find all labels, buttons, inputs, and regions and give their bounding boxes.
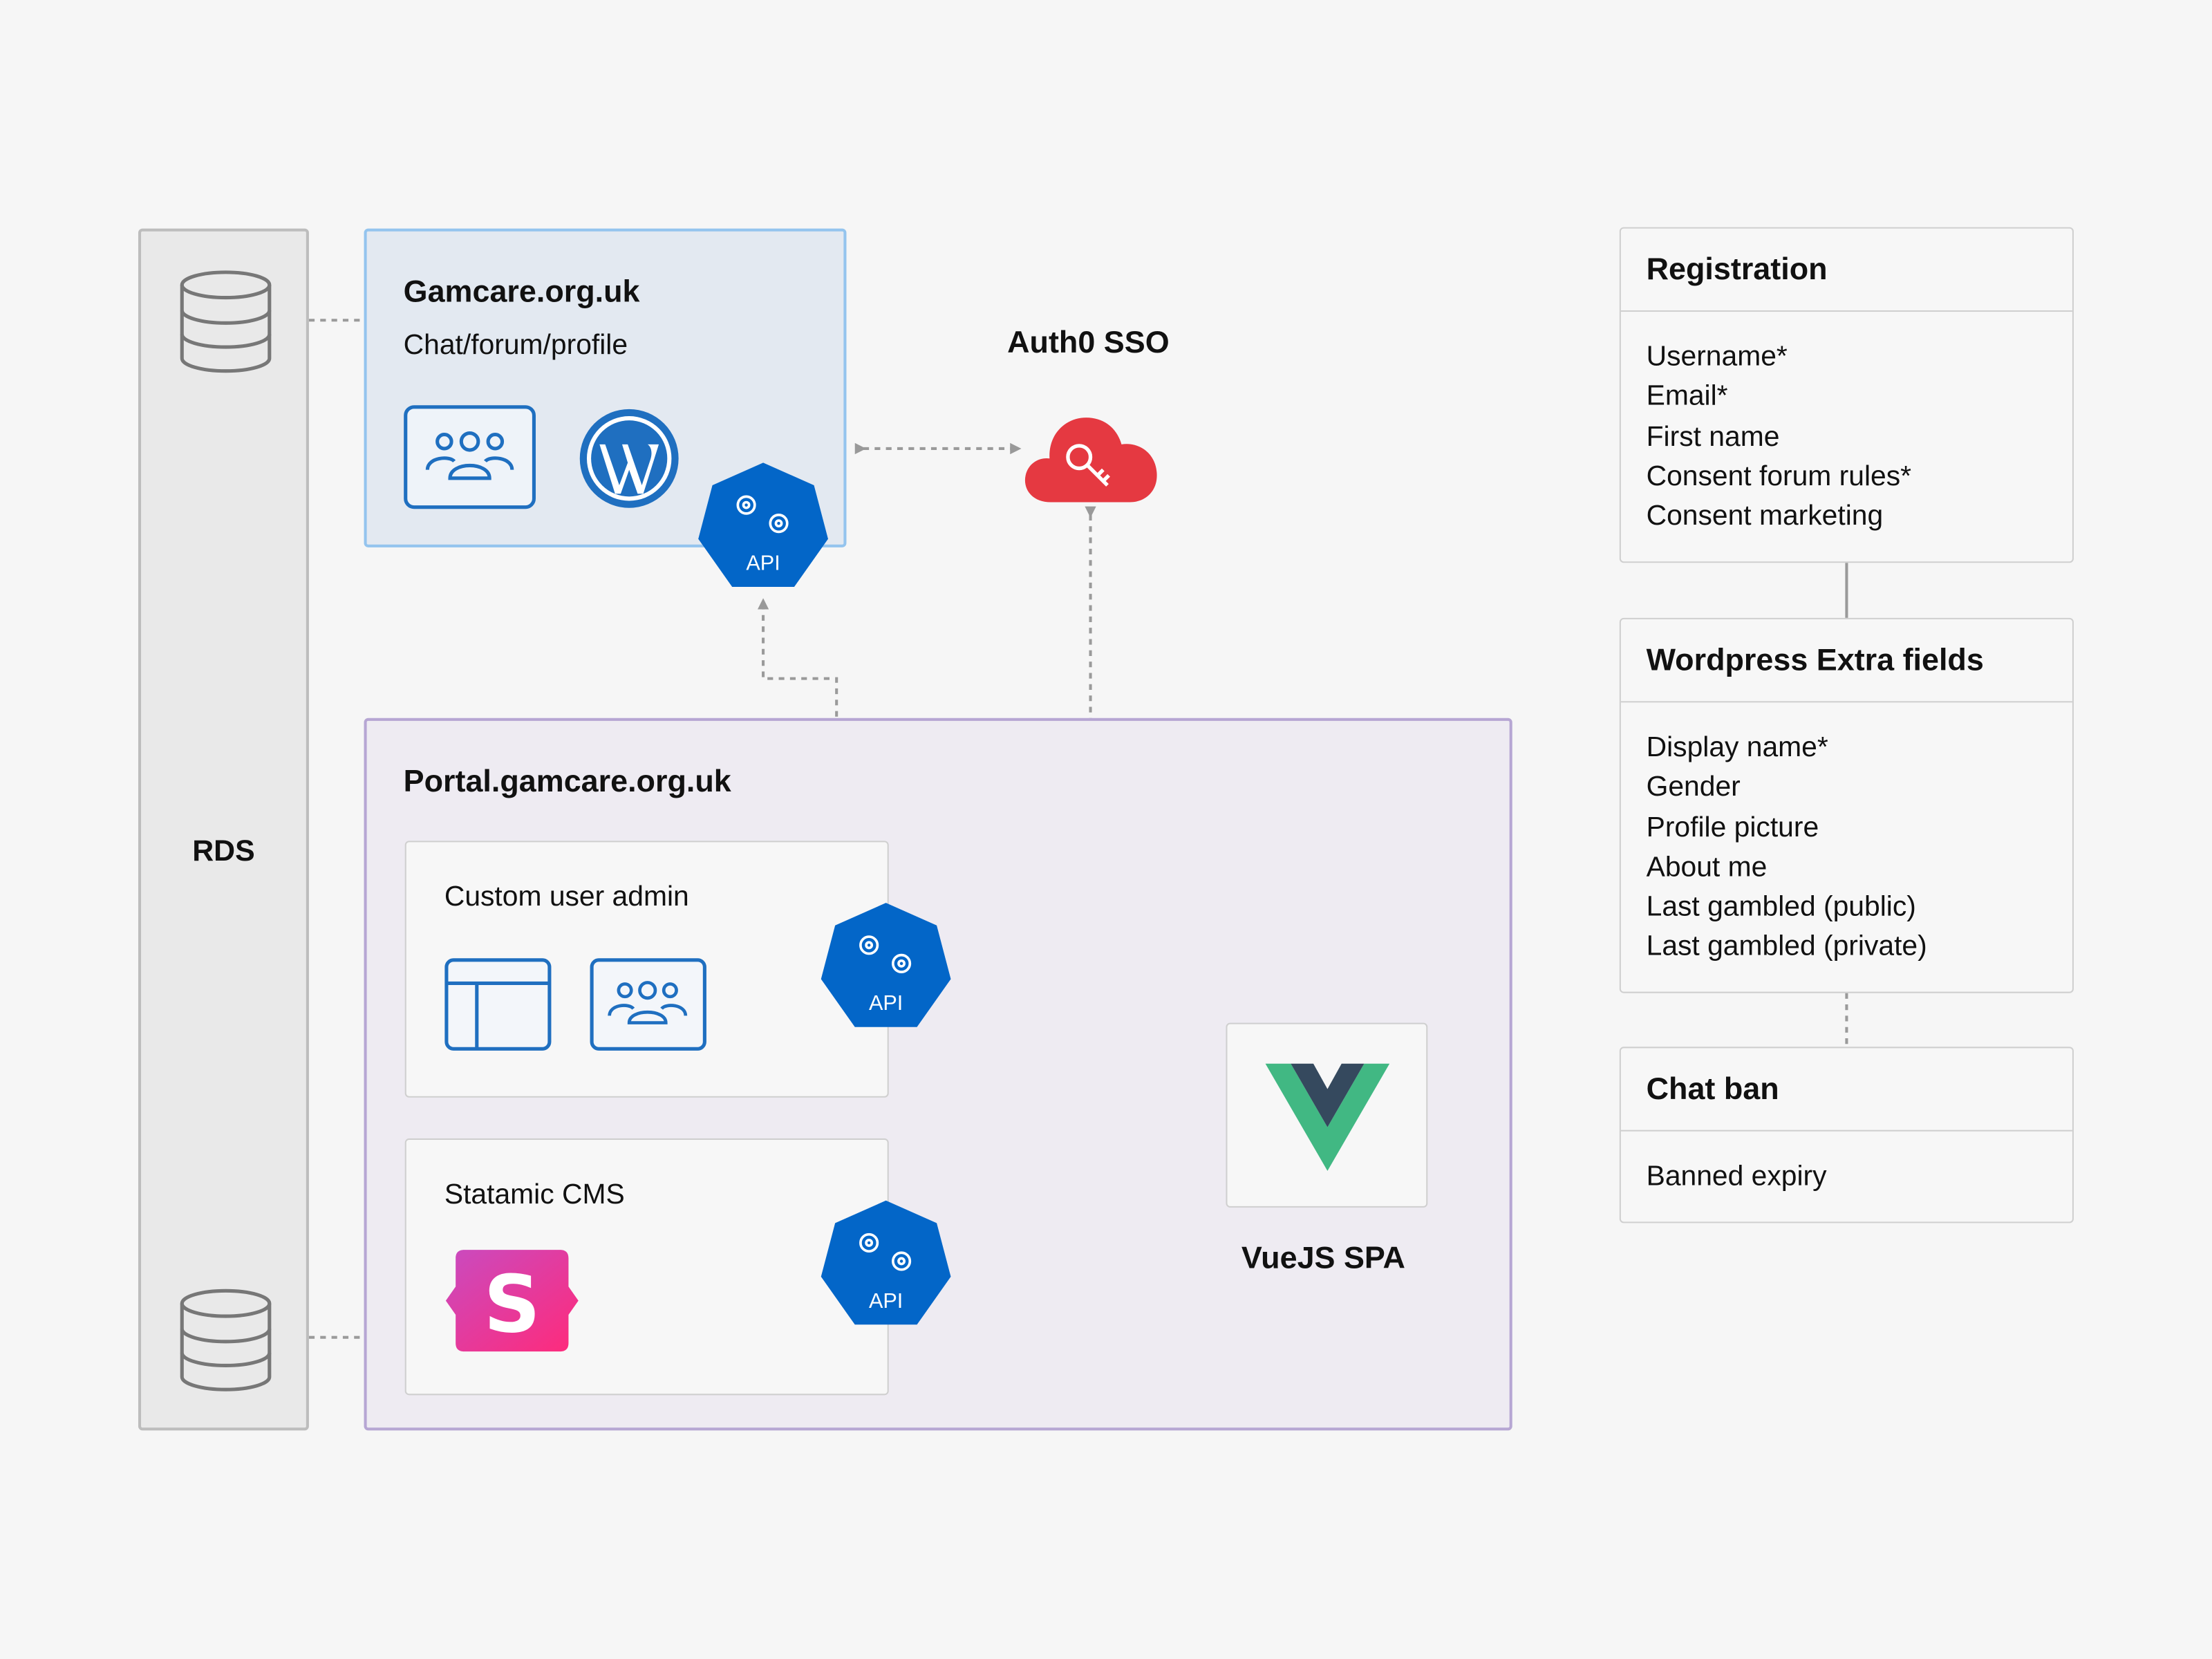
gamcare-subtitle: Chat/forum/profile <box>403 330 628 362</box>
chat-ban-panel: Chat ban Banned expiry <box>1619 1047 2074 1224</box>
api-gears-icon: API <box>821 903 951 1027</box>
database-icon <box>180 270 272 373</box>
rds-column: RDS <box>138 228 309 1431</box>
api-gears-icon: API <box>821 1200 951 1325</box>
api-label: API <box>746 551 780 574</box>
statamic-logo-icon: S <box>445 1250 579 1352</box>
rds-label: RDS <box>192 835 255 868</box>
field-item: Profile picture <box>1646 812 1819 843</box>
portal-title: Portal.gamcare.org.uk <box>403 763 731 799</box>
wordpress-fields-panel: Wordpress Extra fields Display name* Gen… <box>1619 617 2074 993</box>
window-layout-icon <box>444 958 552 1051</box>
api-gears-icon: API <box>698 462 828 587</box>
field-item: Last gambled (private) <box>1646 931 1927 963</box>
wordpress-icon <box>579 409 679 508</box>
field-item: Consent forum rules* <box>1646 461 1912 493</box>
chat-ban-field-list: Banned expiry <box>1621 1132 2072 1197</box>
database-icon <box>180 1288 272 1391</box>
cloud-key-icon <box>1024 418 1157 503</box>
svg-text:S: S <box>484 1259 541 1351</box>
field-item: Display name* <box>1646 732 1828 764</box>
field-item: Username* <box>1646 341 1788 373</box>
registration-title: Registration <box>1620 229 2072 312</box>
vue-spa-label: VueJS SPA <box>1241 1239 1405 1275</box>
api-label: API <box>869 991 903 1015</box>
field-item: Last gambled (public) <box>1646 892 1916 924</box>
field-item: Consent marketing <box>1646 500 1884 532</box>
custom-user-admin-card: Custom user admin <box>404 841 889 1098</box>
field-item: About me <box>1646 852 1768 883</box>
registration-field-list: Username* Email* First name Consent foru… <box>1621 312 2072 536</box>
vue-logo-icon <box>1265 1063 1390 1171</box>
custom-user-admin-title: Custom user admin <box>444 881 689 913</box>
field-item: Gender <box>1646 771 1741 803</box>
field-item: Email* <box>1646 381 1728 413</box>
chat-ban-title: Chat ban <box>1620 1048 2072 1132</box>
gamcare-title: Gamcare.org.uk <box>403 273 640 309</box>
users-icon <box>590 958 706 1051</box>
field-item: Banned expiry <box>1646 1161 1827 1192</box>
wordpress-fields-title: Wordpress Extra fields <box>1620 619 2072 703</box>
statamic-cms-title: Statamic CMS <box>444 1179 625 1211</box>
wordpress-field-list: Display name* Gender Profile picture Abo… <box>1621 702 2072 967</box>
field-item: First name <box>1646 421 1780 453</box>
auth0-label: Auth0 SSO <box>1007 324 1170 360</box>
registration-panel: Registration Username* Email* First name… <box>1619 227 2074 563</box>
users-icon <box>404 405 536 509</box>
api-label: API <box>869 1289 903 1313</box>
statamic-cms-card: Statamic CMS S <box>404 1138 889 1396</box>
vue-spa-card <box>1226 1022 1428 1208</box>
